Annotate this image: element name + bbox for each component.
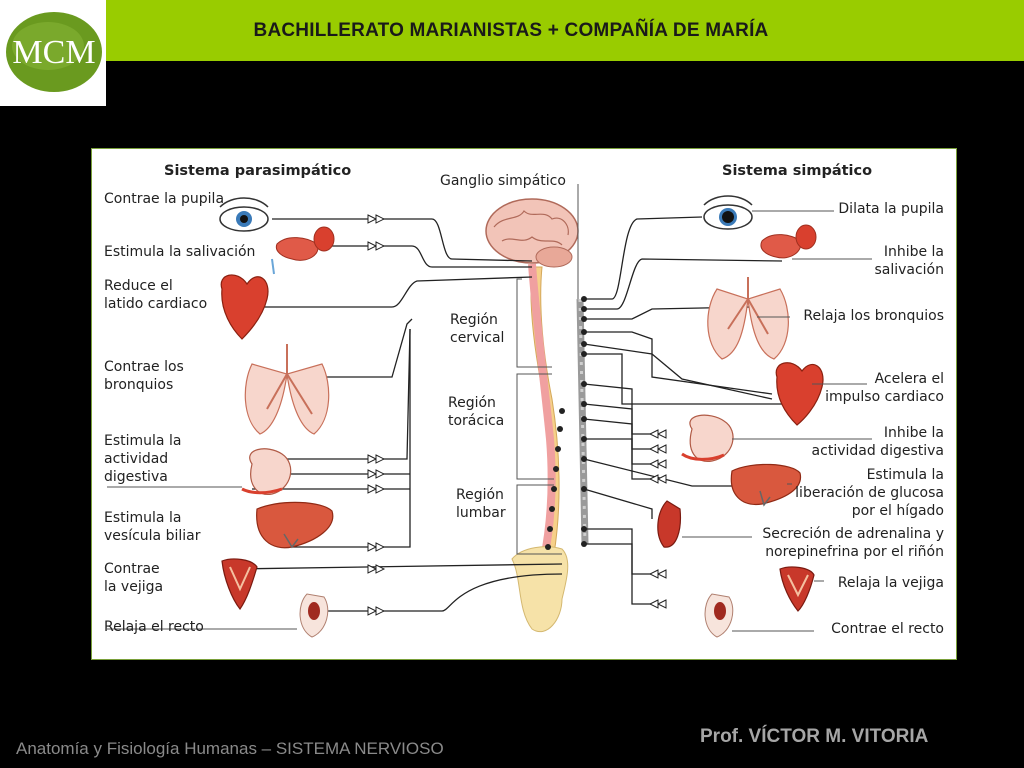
spinal-column	[528, 263, 560, 565]
simp-label-bronquios: Relaja los bronquios	[803, 308, 944, 324]
left-rectum	[299, 593, 329, 638]
simp-leaders	[682, 210, 872, 632]
para-label-bronquios-l1: Contrae los	[104, 359, 184, 375]
right-rectum	[704, 593, 734, 638]
para-label-pupila: Contrae la pupila	[104, 191, 225, 207]
para-label-digestiva-l3: digestiva	[104, 469, 168, 485]
region-lumbar-l2: lumbar	[456, 505, 506, 521]
left-liver	[256, 501, 334, 549]
para-title: Sistema parasimpático	[164, 163, 352, 179]
simp-label-recto: Contrae el recto	[831, 621, 944, 637]
simp-label-digestiva-l1: Inhibe la	[883, 425, 944, 441]
simp-label-cardiaco-l2: impulso cardiaco	[825, 389, 944, 405]
right-stomach	[681, 414, 734, 462]
left-salivary-gland	[271, 226, 335, 275]
para-label-vejiga-l1: Contrae	[104, 561, 160, 577]
para-label-corazon-l2: latido cardiaco	[104, 296, 208, 312]
ganglio-label: Ganglio simpático	[440, 173, 566, 189]
right-heart	[775, 362, 824, 426]
region-cervical-l2: cervical	[450, 330, 505, 346]
logo-box: MCM	[0, 0, 106, 106]
region-toracica-l2: torácica	[448, 413, 505, 429]
pelvis	[511, 546, 569, 632]
left-eye	[219, 197, 269, 232]
diagram-drawing	[107, 184, 872, 638]
para-label-vesicula-l2: vesícula biliar	[104, 528, 201, 544]
region-cervical-l1: Región	[450, 312, 498, 328]
region-brackets	[516, 184, 579, 555]
region-toracica-l1: Región	[448, 395, 496, 411]
header-bar: BACHILLERATO MARIANISTAS + COMPAÑÍA DE M…	[106, 0, 1024, 61]
page-title: BACHILLERATO MARIANISTAS + COMPAÑÍA DE M…	[253, 20, 769, 41]
para-label-salivacion: Estimula la salivación	[104, 244, 256, 260]
para-label-recto: Relaja el recto	[104, 619, 204, 635]
right-kidney	[657, 500, 682, 548]
footer-course: Anatomía y Fisiología Humanas – SISTEMA …	[16, 739, 444, 758]
para-nerves	[231, 218, 563, 612]
simp-label-salivacion-l1: Inhibe la	[883, 244, 944, 260]
para-label-vesicula-l1: Estimula la	[104, 510, 182, 526]
simp-label-rinon-l2: norepinefrina por el riñón	[765, 544, 944, 560]
simp-nerves	[583, 216, 792, 605]
simp-label-salivacion-l2: salivación	[874, 262, 944, 278]
simp-label-glucosa-l1: Estimula la	[866, 467, 944, 483]
simp-label-rinon-l1: Secreción de adrenalina y	[762, 526, 944, 542]
mcm-logo: MCM	[6, 12, 102, 92]
chain-ganglia	[545, 296, 587, 550]
simp-label-pupila: Dilata la pupila	[838, 201, 944, 217]
right-lungs	[707, 277, 789, 360]
para-label-digestiva-l2: actividad	[104, 451, 169, 467]
para-label-vejiga-l2: la vejiga	[104, 579, 164, 595]
para-label-corazon-l1: Reduce el	[104, 278, 173, 294]
right-salivary-gland	[760, 224, 817, 259]
left-bladder	[221, 558, 258, 611]
simp-title: Sistema simpático	[722, 163, 873, 179]
right-liver	[730, 463, 802, 507]
footer-author: Prof. VÍCTOR M. VITORIA	[700, 726, 929, 747]
right-eye	[703, 195, 753, 230]
para-label-digestiva-l1: Estimula la	[104, 433, 182, 449]
region-lumbar-l1: Región	[456, 487, 504, 503]
simp-ganglia	[648, 429, 667, 609]
simp-label-glucosa-l2: liberación de glucosa	[795, 485, 944, 501]
simp-label-glucosa-l3: por el hígado	[851, 503, 944, 519]
simp-label-vejiga: Relaja la vejiga	[837, 575, 944, 591]
para-leaders	[107, 486, 297, 630]
nervous-system-diagram: Sistema parasimpático Sistema simpático …	[91, 148, 957, 660]
left-stomach	[241, 448, 292, 495]
right-bladder	[779, 566, 815, 612]
para-ganglia	[367, 214, 386, 616]
simp-label-cardiaco-l1: Acelera el	[874, 371, 944, 387]
para-label-bronquios-l2: bronquios	[104, 377, 174, 393]
left-heart	[220, 274, 269, 340]
logo-text: MCM	[12, 34, 95, 71]
left-lungs	[244, 344, 330, 435]
simp-label-digestiva-l2: actividad digestiva	[811, 443, 944, 459]
brain	[485, 198, 579, 268]
